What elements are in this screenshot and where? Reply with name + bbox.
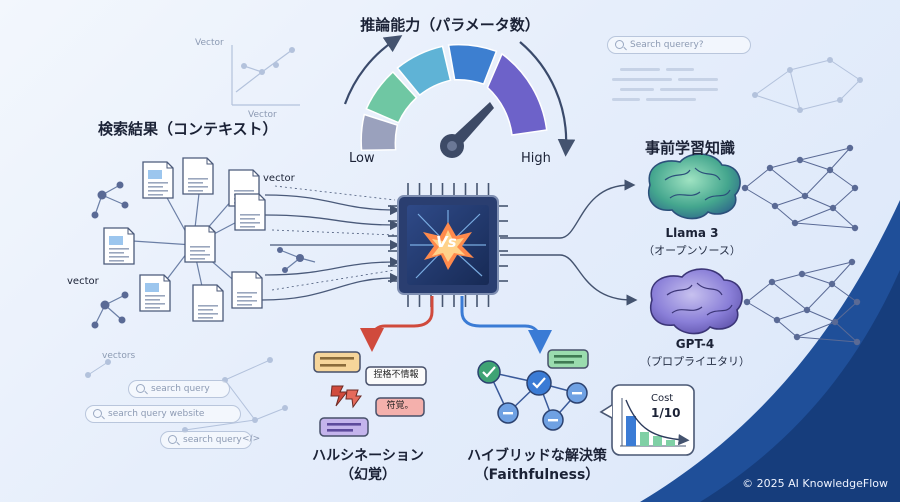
vector-label-left-2: vector bbox=[67, 276, 99, 287]
gauge-segment bbox=[365, 70, 418, 124]
hallucination-illustration bbox=[313, 351, 427, 437]
search-icon bbox=[615, 40, 624, 49]
cost-value: 1/10 bbox=[651, 406, 681, 420]
search-icon bbox=[93, 409, 102, 418]
hallucination-sub: （幻覚） bbox=[340, 467, 396, 483]
llama-name: Llama 3 bbox=[665, 226, 719, 240]
brain-llama-3 bbox=[648, 153, 741, 220]
gpt-type: （プロプライエタリ） bbox=[640, 355, 750, 368]
code-tag: </> bbox=[242, 434, 261, 444]
document-icon bbox=[142, 161, 174, 199]
llama-type: （オープンソース） bbox=[643, 244, 741, 257]
search-icon bbox=[136, 384, 145, 393]
search-box-top: Search querery? bbox=[607, 36, 751, 54]
reasoning-gauge bbox=[343, 35, 576, 158]
vectors-label-bottom: vectors bbox=[102, 351, 136, 361]
hallucination-title: ハルシネーション bbox=[312, 448, 424, 464]
vector-chart-decoration bbox=[231, 45, 300, 106]
context-flow-lines bbox=[261, 194, 401, 301]
cost-callout bbox=[599, 384, 695, 456]
hybrid-sub: （Faithfulness） bbox=[474, 467, 600, 483]
text-lines-decoration bbox=[612, 68, 718, 101]
search-results-title: 検索結果（コンテキスト） bbox=[98, 120, 278, 138]
document-icon bbox=[139, 274, 171, 312]
document-icon bbox=[182, 157, 214, 195]
hybrid-title: ハイブリッドな解決策 bbox=[467, 448, 607, 464]
gauge-segment bbox=[447, 43, 498, 86]
model-networks bbox=[741, 144, 861, 346]
vector-label-top: Vector bbox=[195, 38, 224, 48]
processor-chip bbox=[388, 183, 508, 307]
pretraining-title: 事前学習知識 bbox=[644, 139, 736, 157]
hallucination-arrow bbox=[360, 296, 434, 352]
document-icon bbox=[103, 227, 135, 265]
gauge-segment bbox=[360, 113, 399, 152]
gauge-segment bbox=[486, 52, 548, 136]
hallucination-bubble-2: 符覚。 bbox=[386, 401, 414, 411]
search-icon bbox=[168, 435, 177, 444]
network-decoration-top bbox=[754, 59, 861, 111]
vector-label-top-2: Vector bbox=[248, 110, 277, 120]
document-icon bbox=[192, 284, 224, 322]
hallucination-bubble-1: 捏格不情報 bbox=[373, 370, 419, 380]
search-box-1: search query bbox=[128, 380, 230, 398]
search-results-cluster bbox=[91, 157, 316, 329]
document-icon bbox=[184, 225, 216, 263]
document-icon bbox=[231, 271, 263, 309]
reasoning-title: 推論能力（パラメータ数） bbox=[360, 16, 540, 34]
search-box-3: search query bbox=[160, 431, 252, 449]
document-icon bbox=[234, 193, 266, 231]
network-decoration-bottom bbox=[87, 359, 286, 431]
gauge-segment bbox=[396, 45, 452, 97]
vector-label-left-1: vector bbox=[263, 173, 295, 184]
brain-gpt-4 bbox=[650, 268, 743, 335]
vs-label: Vs bbox=[436, 233, 457, 251]
cost-label: Cost bbox=[651, 393, 674, 404]
corner-shape-dark bbox=[700, 270, 900, 502]
gpt-name: GPT-4 bbox=[675, 337, 715, 351]
search-box-2: search query website bbox=[85, 405, 241, 423]
chip-to-models-lines bbox=[500, 179, 638, 306]
gauge-low-label: Low bbox=[349, 151, 375, 166]
faithfulness-arrow bbox=[460, 296, 552, 354]
copyright: © 2025 AI KnowledgeFlow bbox=[742, 477, 888, 490]
gauge-high-label: High bbox=[521, 151, 551, 166]
faithfulness-network bbox=[477, 349, 589, 431]
